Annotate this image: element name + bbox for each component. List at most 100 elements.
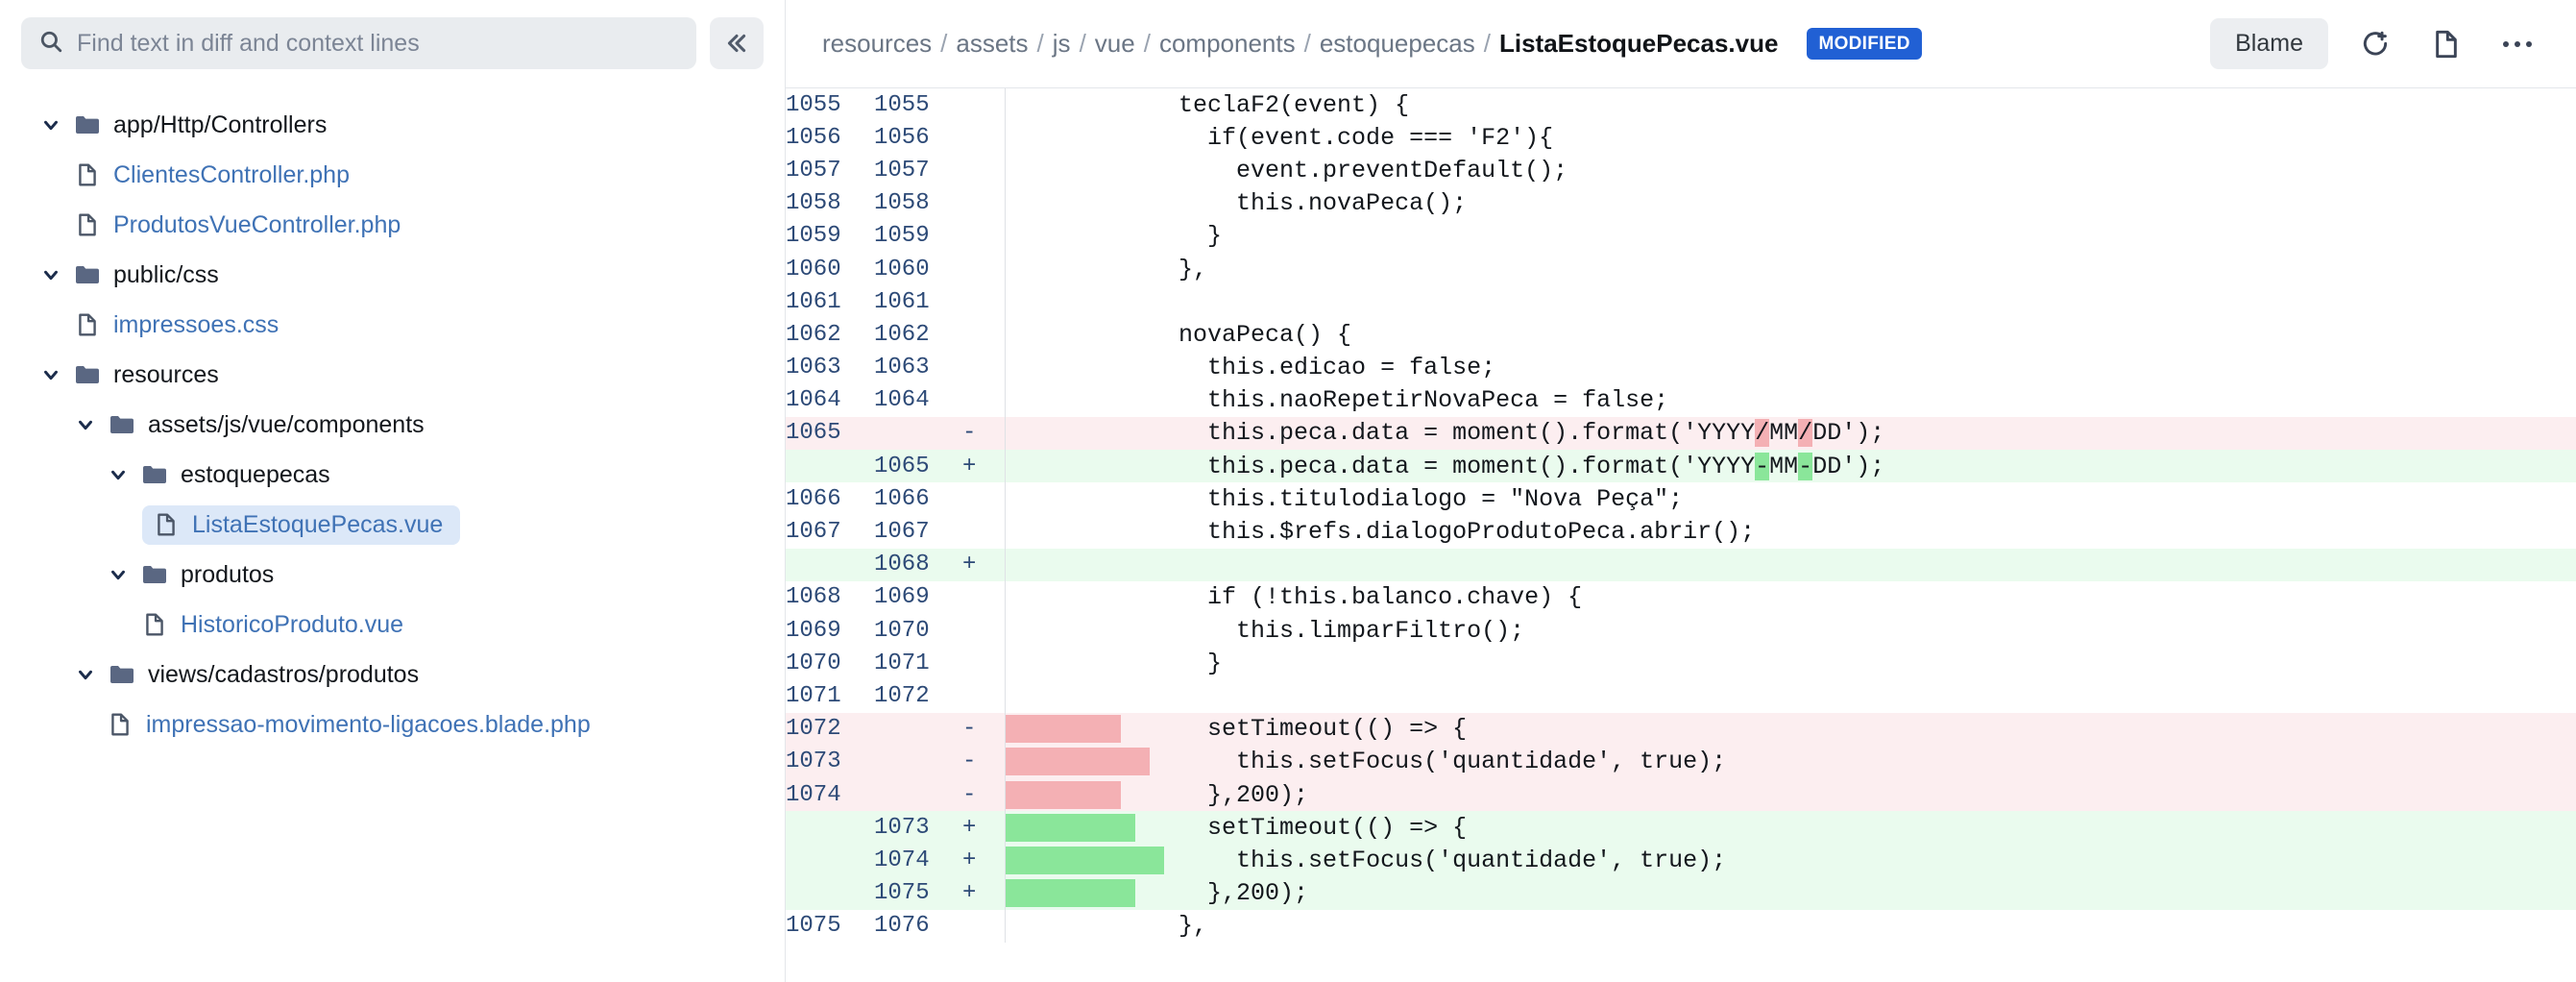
new-line-number: 1063 — [874, 355, 930, 381]
tree-item-label: assets/js/vue/components — [148, 410, 425, 438]
tree-item-label: resources — [113, 360, 219, 388]
breadcrumb-part[interactable]: js — [1052, 29, 1071, 58]
gutter-divider — [1005, 186, 1006, 220]
diff-line[interactable]: 1072 - setTimeout(() => { — [786, 712, 2576, 746]
old-line-number: 1063 — [786, 355, 841, 381]
diff-sign — [962, 910, 1005, 943]
diff-sign — [962, 679, 1005, 712]
diff-line[interactable]: 1073- this.setFocus('quantidade', true); — [786, 745, 2576, 778]
diff-sign: + — [962, 552, 977, 578]
gutter-divider — [1005, 252, 1006, 286]
diff-line[interactable]: 1065- this.peca.data = moment().format('… — [786, 416, 2576, 451]
diff-sign — [962, 515, 1005, 548]
old-line-number — [786, 549, 874, 581]
chevron-down-icon[interactable] — [108, 464, 129, 485]
comment-add-icon[interactable] — [2351, 20, 2399, 68]
gutter-divider — [1005, 777, 1006, 812]
chevron-down-icon[interactable] — [40, 114, 61, 135]
old-line-number: 1055 — [786, 91, 841, 118]
gutter-divider — [1005, 548, 1006, 581]
tree-folder-row[interactable]: app/Http/Controllers — [0, 100, 785, 150]
tree-folder-row[interactable]: public/css — [0, 250, 785, 300]
diff-line[interactable]: 1075+ },200); — [786, 876, 2576, 910]
diff-line[interactable]: 1074+ this.setFocus('quantidade', true); — [786, 844, 2576, 877]
selected-file-pill[interactable]: ListaEstoquePecas.vue — [142, 504, 461, 545]
chevron-down-icon[interactable] — [108, 564, 129, 585]
tree-item-label: ClientesController.php — [113, 160, 350, 188]
tree-folder-row[interactable]: produtos — [0, 550, 785, 600]
chevron-down-icon[interactable] — [75, 664, 96, 685]
tree-file-row[interactable]: impressoes.css — [0, 300, 785, 350]
collapse-sidebar-button[interactable] — [710, 17, 764, 69]
diff-sign: + — [962, 814, 977, 841]
diff-sign: - — [962, 716, 977, 743]
new-line-number: 1064 — [874, 387, 930, 414]
breadcrumb[interactable]: resources/assets/js/vue/components/estoq… — [822, 29, 1778, 59]
diff-line[interactable]: 1068+ — [786, 548, 2576, 581]
new-line-number: 1060 — [874, 256, 930, 282]
chevron-down-icon[interactable] — [40, 364, 61, 385]
diff-code-text: teclaF2(event) { — [1006, 90, 1410, 119]
blame-button[interactable]: Blame — [2210, 18, 2328, 69]
new-line-number: 1071 — [874, 650, 930, 676]
diff-sign — [962, 318, 1005, 351]
more-options-icon[interactable] — [2493, 20, 2541, 68]
folder-icon — [75, 364, 100, 385]
breadcrumb-part[interactable]: resources — [822, 29, 933, 58]
tree-folder-row[interactable]: views/cadastros/produtos — [0, 650, 785, 700]
old-line-number: 1057 — [786, 157, 841, 184]
tree-folder-row[interactable]: resources — [0, 350, 785, 400]
breadcrumb-part[interactable]: assets — [956, 29, 1029, 58]
diff-code-text: } — [1006, 649, 1223, 677]
tree-file-row[interactable]: ProdutosVueController.php — [0, 200, 785, 250]
gutter-divider — [1005, 219, 1006, 253]
gutter-divider — [1005, 580, 1006, 614]
gutter-divider — [1005, 121, 1006, 155]
diff-line[interactable]: 1065+ this.peca.data = moment().format('… — [786, 450, 2576, 483]
old-line-number — [786, 450, 874, 482]
tree-file-row[interactable]: ListaEstoquePecas.vue — [0, 500, 785, 550]
breadcrumb-part[interactable]: vue — [1094, 29, 1135, 58]
old-line-number: 1070 — [786, 650, 841, 676]
diff-code-text: this.setFocus('quantidade', true); — [1006, 748, 2576, 776]
diff-sign: - — [962, 420, 977, 447]
breadcrumb-current-file: ListaEstoquePecas.vue — [1498, 29, 1779, 58]
chevron-down-icon[interactable] — [40, 264, 61, 285]
new-line-number: 1056 — [874, 124, 930, 151]
breadcrumb-part[interactable]: components — [1158, 29, 1296, 58]
diff-code-text: setTimeout(() => { — [1006, 715, 2576, 744]
tree-file-row[interactable]: ClientesController.php — [0, 150, 785, 200]
tree-folder-row[interactable]: estoquepecas — [0, 450, 785, 500]
gutter-divider — [1005, 745, 1006, 778]
tree-file-row[interactable]: HistoricoProduto.vue — [0, 600, 785, 650]
diff-sign — [962, 121, 1005, 154]
tree-folder-row[interactable]: assets/js/vue/components — [0, 400, 785, 450]
search-box[interactable] — [21, 17, 696, 69]
tree-file-row[interactable]: impressao-movimento-ligacoes.blade.php — [0, 700, 785, 749]
chevron-down-icon[interactable] — [75, 414, 96, 435]
diff-line[interactable]: 1074- },200); — [786, 777, 2576, 812]
diff-line[interactable]: 1070 1071 } — [786, 647, 2576, 680]
search-input[interactable] — [77, 29, 679, 58]
old-line-number: 1072 — [786, 716, 841, 743]
file-icon[interactable] — [2422, 20, 2470, 68]
diff-line[interactable]: 1073+ setTimeout(() => { — [786, 811, 2576, 845]
breadcrumb-part[interactable]: estoquepecas — [1319, 29, 1475, 58]
